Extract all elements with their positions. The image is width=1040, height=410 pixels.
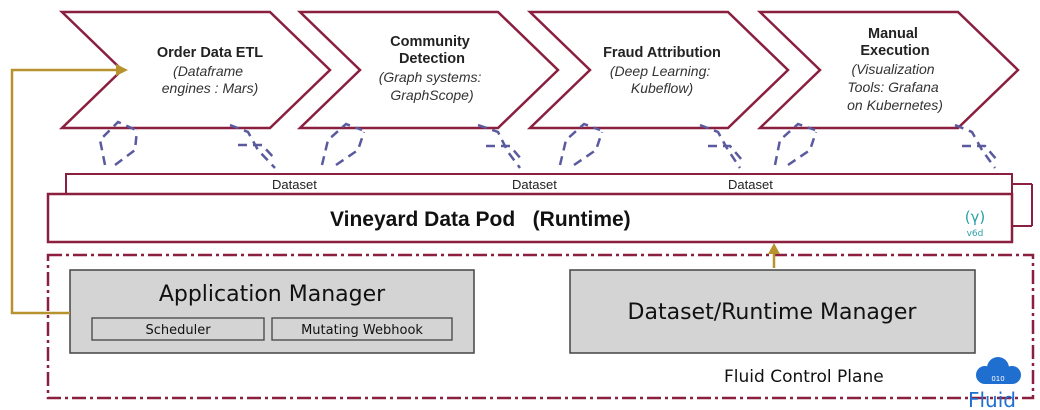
dashed-arrow <box>320 122 363 166</box>
dashed-arrow <box>98 120 137 166</box>
stage-title: Fraud Attribution <box>603 45 721 61</box>
vineyard-data-pod: Vineyard Data Pod (Runtime) (γ) v6d <box>46 192 1014 244</box>
v6d-logo-label: v6d <box>967 229 984 239</box>
runtime-arrow <box>768 243 780 268</box>
dashed-arrow <box>787 131 818 167</box>
stage-title: Manual Execution <box>860 26 929 59</box>
stage-subtitle: (Visualization Tools: Grafana on Kuberne… <box>847 61 943 113</box>
dashed-arrow <box>114 129 139 166</box>
v6d-logo-icon: (γ) <box>965 208 986 226</box>
dataset-runtime-manager-title: Dataset/Runtime Manager <box>628 300 918 325</box>
stage-subtitle: (Deep Learning: Kubeflow) <box>610 63 714 96</box>
dashed-arrow <box>573 131 604 167</box>
dashed-arrow <box>699 123 742 169</box>
stage-manual-execution: Manual Execution (Visualization Tools: G… <box>756 10 1020 130</box>
fluid-logo: 010 Fluid <box>968 357 1021 410</box>
stage-order-data-etl: Order Data ETL (Dataframe engines : Mars… <box>58 10 332 130</box>
dataset-runtime-manager: Dataset/Runtime Manager <box>569 269 976 354</box>
scheduler-label: Scheduler <box>145 323 211 338</box>
application-manager: Application Manager Scheduler Mutating W… <box>69 269 475 354</box>
dashed-arrow <box>335 131 366 167</box>
cloud-icon: 010 <box>976 357 1021 384</box>
dashed-arrow <box>229 123 276 169</box>
v6d-logo: (γ) v6d <box>965 208 986 239</box>
stage-subtitle: (Graph systems: GraphScope) <box>379 69 486 103</box>
stage-title: Community Detection <box>390 34 474 67</box>
injection-arrow <box>10 64 128 315</box>
dashed-arrow <box>238 143 277 161</box>
dashed-arrow <box>962 144 998 161</box>
scheduler-box: Scheduler <box>91 317 265 341</box>
dashed-arrow <box>773 122 816 166</box>
stage-title: Order Data ETL <box>157 45 263 61</box>
stage-community-detection: Community Detection (Graph systems: Grap… <box>296 10 560 130</box>
dashed-arrow <box>954 123 997 169</box>
mutating-webhook-label: Mutating Webhook <box>301 323 423 338</box>
dashed-arrow <box>708 144 743 161</box>
stage-subtitle: (Dataframe engines : Mars) <box>162 63 258 96</box>
control-plane-label: Fluid Control Plane <box>724 367 884 387</box>
stage-fraud-attribution: Fraud Attribution (Deep Learning: Kubefl… <box>526 10 790 130</box>
dataset-label: Dataset <box>728 177 773 192</box>
dashed-arrow <box>477 123 521 169</box>
fluid-control-plane: Fluid Control Plane <box>46 253 1035 400</box>
fluid-logo-text: Fluid <box>968 388 1016 410</box>
dataset-label: Dataset <box>272 177 317 192</box>
mutating-webhook-box: Mutating Webhook <box>271 317 453 341</box>
dashed-arrow <box>558 122 601 166</box>
dataset-label: Dataset <box>512 177 557 192</box>
pod-title: Vineyard Data Pod (Runtime) <box>330 208 631 231</box>
data-flow-arrows <box>98 120 998 169</box>
application-manager-title: Application Manager <box>159 282 386 307</box>
dataset-strip: Dataset Dataset Dataset <box>65 173 1033 227</box>
dashed-arrow <box>486 144 523 161</box>
svg-text:010: 010 <box>991 375 1004 383</box>
